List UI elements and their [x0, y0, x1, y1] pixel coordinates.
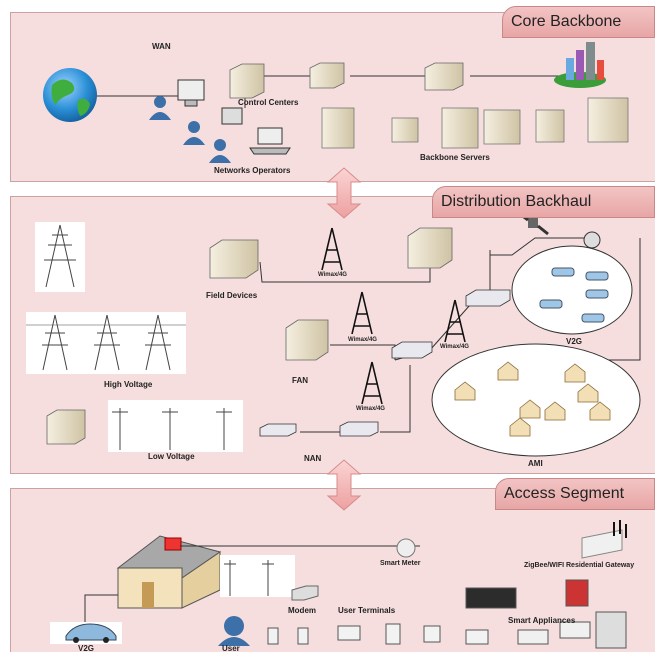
label-low-voltage: Low Voltage [148, 452, 195, 461]
label-v2g-bottom: V2G [78, 644, 95, 652]
dish-icon [583, 231, 601, 249]
label-ami: AMI [528, 459, 543, 468]
router-icons [259, 289, 511, 437]
meter-icon [396, 538, 416, 558]
section-header-access: Access Segment [495, 478, 655, 510]
label-wimax-4: Wimax/4G [356, 406, 385, 412]
label-networks-operators: Networks Operators [214, 166, 291, 175]
backbone-server-icons [321, 97, 629, 149]
city-icon [554, 42, 606, 88]
pylon-icons [26, 222, 243, 452]
label-wan: WAN [152, 42, 171, 51]
v2g-cluster [511, 245, 633, 335]
tower-icons [321, 227, 466, 405]
label-wimax-3: Wimax/4G [440, 344, 469, 350]
access-pylons [220, 555, 295, 597]
user-icon [218, 616, 250, 646]
field-device-icons [46, 227, 453, 445]
label-fan: FAN [292, 376, 308, 385]
control-center-server-icons [229, 62, 464, 99]
appliance-icons [465, 579, 627, 649]
label-gateway: ZigBee/WIFI Residential Gateway [524, 562, 635, 569]
label-high-voltage: High Voltage [104, 380, 153, 389]
label-user-terminals: User Terminals [338, 606, 396, 615]
user-terminal-icons [267, 623, 489, 645]
modem-icon [291, 585, 319, 601]
operators-user-icons [149, 96, 231, 163]
label-field-devices: Field Devices [206, 291, 258, 300]
label-modem: Modem [288, 606, 316, 615]
label-smart-meter: Smart Meter [380, 560, 421, 567]
section-header-distribution: Distribution Backhaul [432, 186, 655, 218]
access-links [84, 545, 420, 632]
core-links [90, 75, 560, 108]
label-control-centers: Control Centers [238, 98, 299, 107]
ami-cluster [431, 343, 641, 457]
section-header-core: Core Backbone [502, 6, 655, 38]
label-user: User [222, 644, 240, 652]
flow-arrows [326, 167, 362, 511]
label-v2g-top: V2G [566, 337, 583, 346]
label-wimax-1: Wimax/4G [318, 272, 347, 278]
car-icon [50, 622, 122, 644]
operator-terminals [177, 79, 291, 155]
core-backbone-panel [10, 12, 655, 182]
label-wimax-2: Wimax/4G [348, 337, 377, 343]
gateway-icon [581, 520, 627, 559]
label-nan: NAN [304, 454, 322, 463]
label-backbone-servers: Backbone Servers [420, 153, 490, 162]
globe-icon [43, 68, 97, 122]
house-icon [116, 535, 222, 609]
label-smart-appliances: Smart Appliances [508, 616, 576, 625]
